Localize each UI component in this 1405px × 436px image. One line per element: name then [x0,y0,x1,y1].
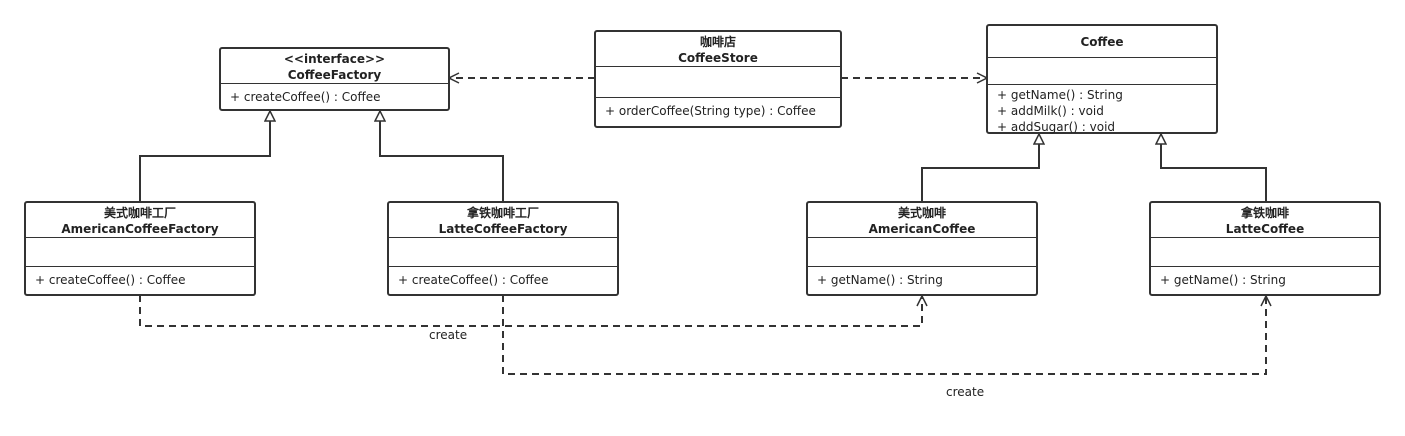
create-american-coffee-edge [139,295,922,327]
class-name: LatteCoffeeFactory [438,222,568,236]
create-american-label: create [429,328,468,342]
class-operations: + orderCoffee(String type) : Coffee [596,98,840,119]
operation: + getName() : String [817,273,943,287]
realization-latte-factory [380,111,504,202]
class-american-coffee[interactable]: 美式咖啡 AmericanCoffee + getName() : String [806,201,1038,296]
class-cn-name: 美式咖啡 [897,206,946,220]
class-cn-name: 拿铁咖啡 [1240,206,1289,220]
operation: + createCoffee() : Coffee [398,273,549,287]
class-header: 美式咖啡工厂 AmericanCoffeeFactory [26,203,254,238]
class-header: 咖啡店 CoffeeStore [596,32,840,67]
class-header: 美式咖啡 AmericanCoffee [808,203,1036,238]
class-attributes [808,238,1036,267]
class-name: CoffeeStore [678,51,758,65]
class-header: Coffee [988,26,1216,58]
create-latte-coffee-edge [502,295,1266,375]
operation: + createCoffee() : Coffee [230,90,381,104]
class-coffee-factory[interactable]: <<interface>> CoffeeFactory + createCoff… [219,47,450,111]
class-cn-name: 拿铁咖啡工厂 [466,206,539,220]
operation: + addSugar() : void [997,120,1116,134]
operation: + getName() : String [1160,273,1286,287]
class-attributes [596,67,840,98]
operation: + createCoffee() : Coffee [35,273,186,287]
class-american-coffee-factory[interactable]: 美式咖啡工厂 AmericanCoffeeFactory + createCof… [24,201,256,296]
operation: + orderCoffee(String type) : Coffee [605,104,816,118]
class-cn-name: 咖啡店 [699,35,736,49]
class-operations: + getName() : String + addMilk() : void … [988,85,1216,135]
class-operations: + createCoffee() : Coffee [26,267,254,288]
generalization-latte-coffee [1161,134,1267,202]
class-latte-coffee-factory[interactable]: 拿铁咖啡工厂 LatteCoffeeFactory + createCoffee… [387,201,619,296]
class-attributes [1151,238,1379,267]
class-operations: + createCoffee() : Coffee [389,267,617,288]
class-name: CoffeeFactory [287,68,382,82]
class-cn-name: 美式咖啡工厂 [103,206,176,220]
class-coffee[interactable]: Coffee + getName() : String + addMilk() … [986,24,1218,134]
class-name: AmericanCoffee [868,222,976,236]
class-name: AmericanCoffeeFactory [61,222,219,236]
operation: + addMilk() : void [997,104,1104,118]
class-latte-coffee[interactable]: 拿铁咖啡 LatteCoffee + getName() : String [1149,201,1381,296]
class-name: LatteCoffee [1225,222,1305,236]
class-attributes [26,238,254,267]
class-coffee-store[interactable]: 咖啡店 CoffeeStore + orderCoffee(String typ… [594,30,842,128]
class-attributes [988,58,1216,85]
realization-american-factory [139,111,270,202]
operation: + getName() : String [997,88,1123,102]
class-attributes [389,238,617,267]
generalization-american-coffee [921,134,1039,202]
create-latte-label: create [946,385,985,399]
class-stereotype: <<interface>> [283,52,386,66]
class-header: <<interface>> CoffeeFactory [221,49,448,84]
class-header: 拿铁咖啡 LatteCoffee [1151,203,1379,238]
class-operations: + getName() : String [808,267,1036,288]
class-name: Coffee [1080,35,1124,49]
class-operations: + createCoffee() : Coffee [221,84,448,105]
class-operations: + getName() : String [1151,267,1379,288]
class-header: 拿铁咖啡工厂 LatteCoffeeFactory [389,203,617,238]
